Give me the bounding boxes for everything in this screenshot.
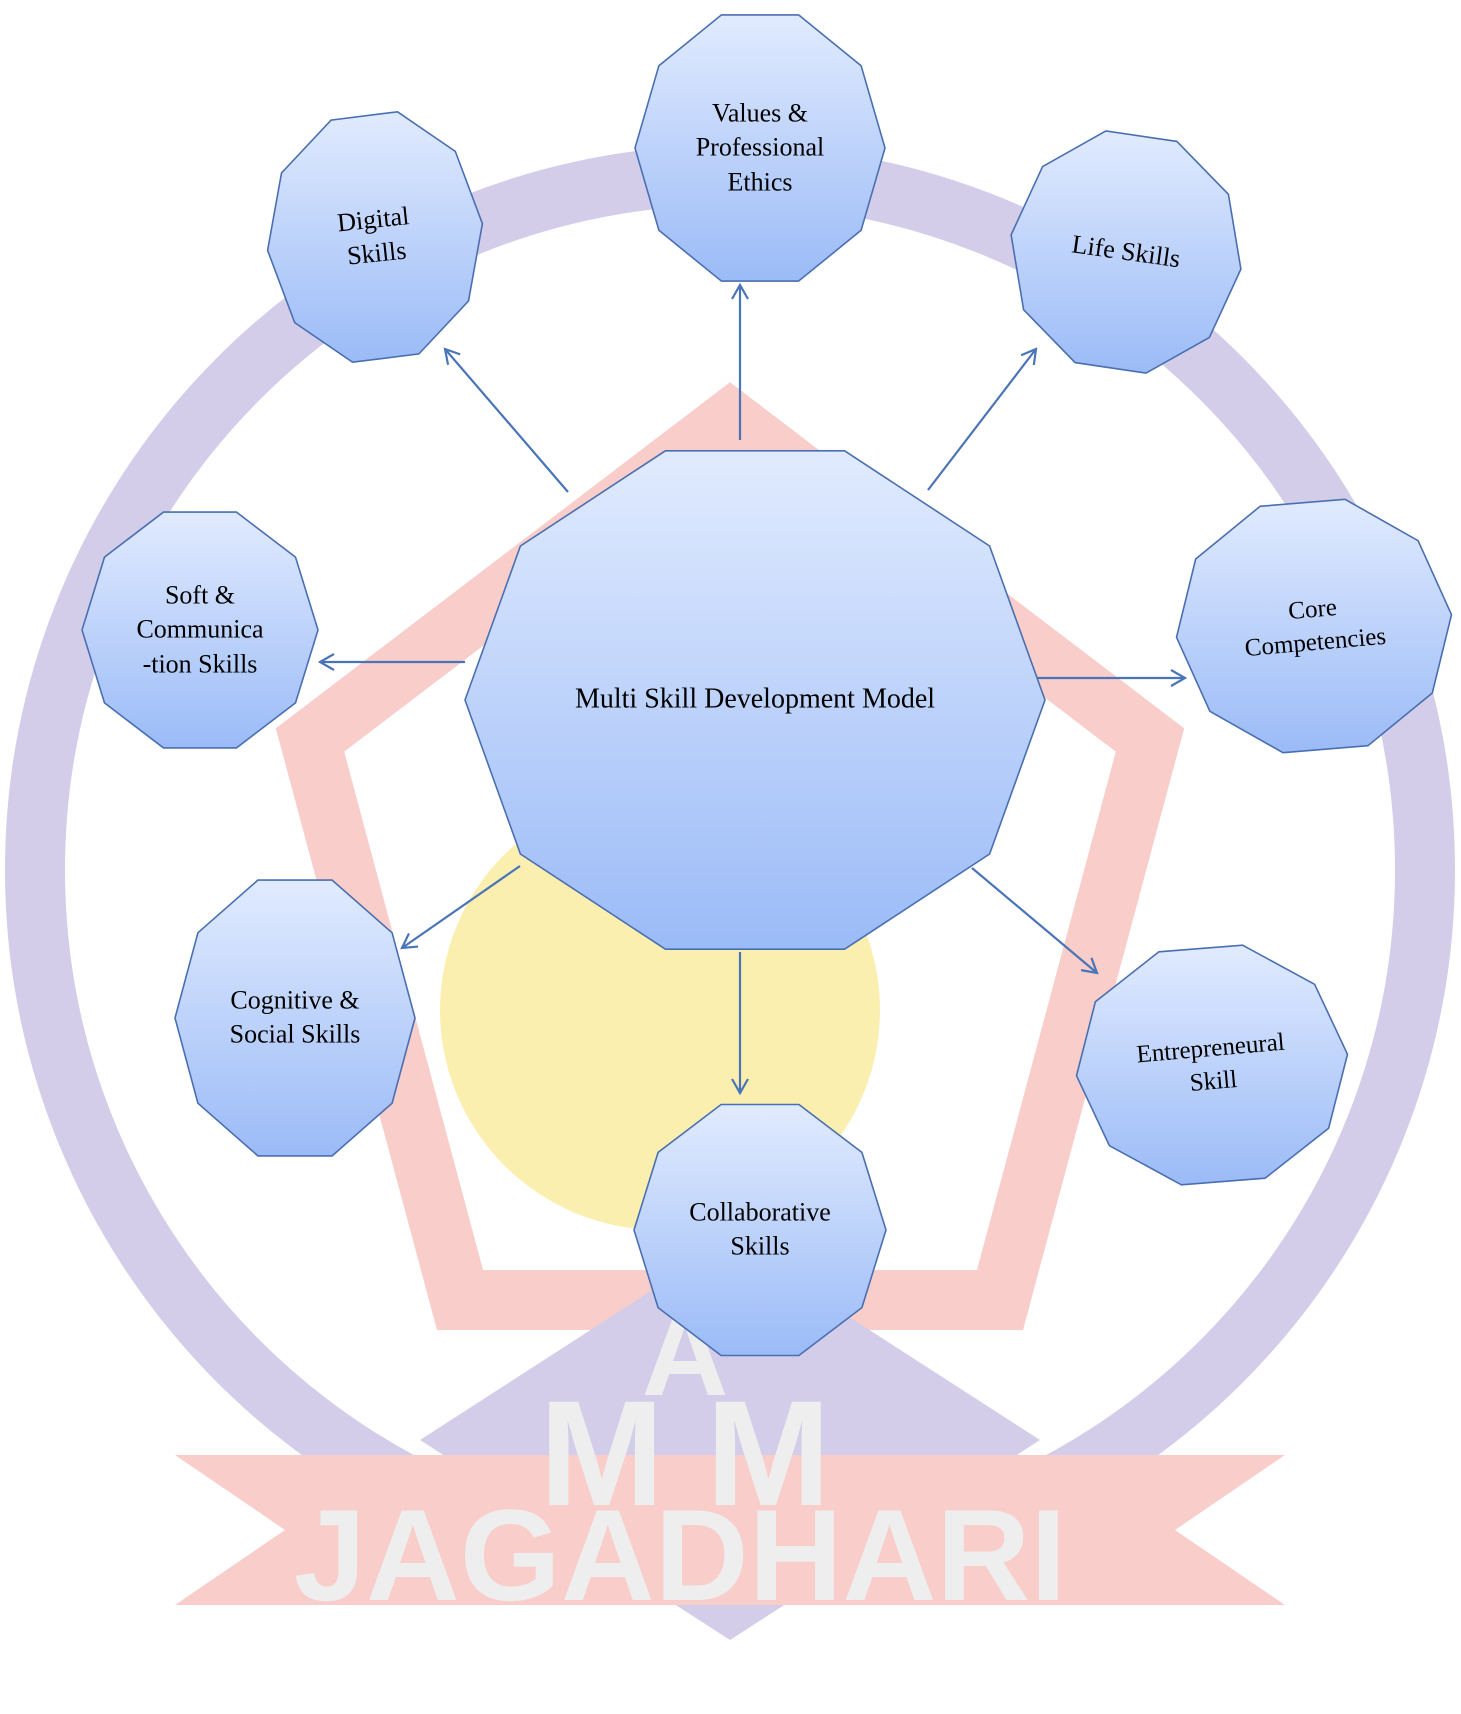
- arrow-to-life: [927, 347, 1038, 491]
- watermark-letters-mm: M M: [539, 1369, 831, 1537]
- watermark-banner-text: JAGADHARI: [294, 1482, 1067, 1628]
- center-node-label: Multi Skill Development Model: [575, 682, 935, 719]
- center-node-label-line: Multi Skill Development Model: [574, 683, 936, 715]
- arrow-to-entrepreneurial: [971, 867, 1099, 975]
- node-digital-shape: [266, 110, 484, 364]
- node-cognitive-label-line: Social Skills: [229, 1020, 361, 1049]
- watermark-banner: [175, 1455, 1285, 1605]
- node-values-label-line: Ethics: [727, 167, 793, 197]
- node-cognitive-label: Cognitive & Social Skills: [230, 984, 361, 1053]
- node-soft-label-line: Soft &: [164, 580, 236, 610]
- node-soft-shape: [81, 511, 319, 749]
- arrow-to-digital: [443, 347, 569, 493]
- node-cognitive-shape: [174, 879, 416, 1157]
- node-cognitive-label-line: Cognitive &: [230, 985, 360, 1015]
- node-entrepreneurial-shape: [1075, 944, 1349, 1186]
- node-core-shape: [1175, 498, 1453, 754]
- node-values-label-line: Values &: [711, 98, 809, 128]
- center-node-shape: [464, 449, 1046, 951]
- node-values-shape: [634, 14, 886, 282]
- node-soft-label-line: Communica: [136, 614, 264, 644]
- connector-arrows: [317, 282, 1188, 1096]
- arrow-to-cognitive: [400, 865, 521, 950]
- node-soft-label: Soft & Communica -tion Skills: [136, 579, 263, 682]
- node-values-label-line: Professional: [695, 132, 825, 162]
- node-collaborative-label-line: Skills: [730, 1232, 790, 1261]
- node-collaborative-label-line: Collaborative: [689, 1197, 831, 1227]
- node-collaborative-shape: [633, 1103, 887, 1357]
- node-soft-label-line: -tion Skills: [142, 649, 258, 679]
- node-life-shape: [1010, 130, 1242, 374]
- node-shapes: [81, 14, 1453, 1357]
- watermark-emblem: A M M JAGADHARI: [5, 145, 1455, 1640]
